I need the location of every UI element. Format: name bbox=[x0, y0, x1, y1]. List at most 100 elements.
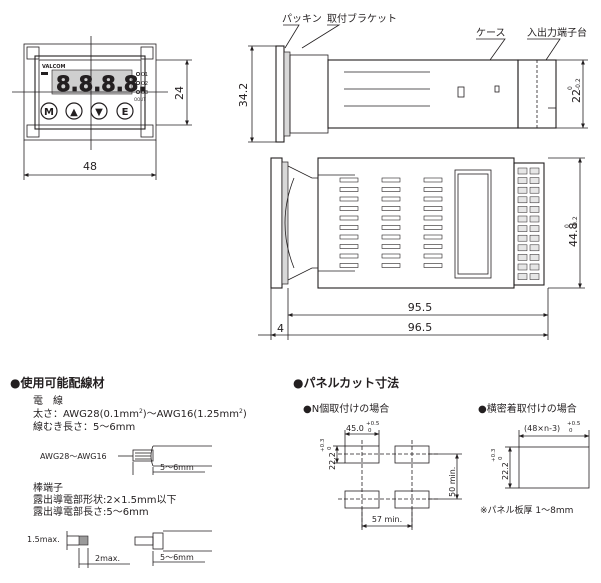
close-cutout bbox=[518, 446, 590, 489]
close-width-tol: +0.5 bbox=[567, 421, 581, 427]
vent-slot bbox=[423, 225, 443, 230]
indicator-o1-label: O1 bbox=[141, 72, 148, 78]
terminal-screw bbox=[529, 273, 540, 280]
brand-label: VALCOM bbox=[42, 64, 66, 70]
terminal-screw bbox=[517, 263, 528, 271]
n-width-tol-lower: 0 bbox=[368, 428, 372, 434]
vent-slot bbox=[423, 263, 443, 268]
side-case bbox=[327, 59, 519, 129]
top-view: 95.5 96.5 4 44.8 0 -0.2 bbox=[258, 157, 585, 340]
terminal-screw bbox=[529, 234, 540, 242]
terminal-screw bbox=[529, 177, 540, 184]
vent-slot bbox=[423, 187, 443, 192]
n-width-tol: +0.5 bbox=[366, 421, 380, 427]
close-height-tol: +0.3 bbox=[491, 448, 497, 462]
vent-slot bbox=[423, 253, 443, 259]
out-label: OOUT bbox=[134, 97, 146, 102]
button-down[interactable]: ▼ bbox=[90, 102, 108, 120]
vent-slot bbox=[339, 234, 359, 240]
terminal-screw bbox=[529, 167, 540, 175]
front-ear-bl bbox=[26, 124, 40, 138]
vent-slot bbox=[339, 244, 359, 249]
vent-slot bbox=[423, 234, 443, 240]
side-view: パッキン 取付ブラケット ケース 入出力端子台 34.2 22 0 bbox=[237, 12, 588, 143]
button-up[interactable]: ▲ bbox=[65, 102, 83, 120]
wire-conductor bbox=[132, 449, 154, 462]
button-m-label: M bbox=[44, 107, 54, 118]
leader-terminal bbox=[527, 38, 561, 61]
n-height-tol-lower: 0 bbox=[327, 446, 333, 450]
side-latch bbox=[457, 86, 465, 98]
side-case-tol-upper: 0 bbox=[567, 86, 574, 90]
top-bracket-curve bbox=[284, 177, 295, 269]
terminal-screw bbox=[529, 186, 540, 194]
wire-insulation bbox=[150, 445, 212, 467]
side-bracket bbox=[289, 54, 329, 134]
ferrule-dim-label: 5～6mm bbox=[160, 553, 194, 562]
close-width-tol-lower: 0 bbox=[569, 428, 573, 434]
wiring-section: ●使用可能配線材 電 線 太さ：AWG28(0.1mm2)～AWG16(1.25… bbox=[10, 375, 247, 568]
terminal-screw bbox=[517, 177, 528, 184]
top-depth-total-label: 96.5 bbox=[408, 321, 433, 334]
ferrule-length: 露出導電部長さ:5～6mm bbox=[33, 505, 149, 518]
n-height: 22.2 bbox=[328, 452, 337, 470]
vent-slot bbox=[423, 215, 443, 221]
vent-slot bbox=[381, 244, 401, 249]
terminal-screw bbox=[529, 215, 540, 223]
close-height-tol-lower: 0 bbox=[498, 456, 504, 460]
top-depth-inner-label: 95.5 bbox=[408, 301, 433, 314]
button-e-label: E bbox=[122, 107, 129, 118]
terminal-screw bbox=[529, 206, 540, 213]
vent-slot bbox=[339, 263, 359, 268]
button-e[interactable]: E bbox=[116, 102, 134, 120]
top-terminal bbox=[513, 162, 545, 286]
terminal-screw bbox=[517, 254, 528, 261]
close-title: ●横密着取付けの場合 bbox=[478, 402, 577, 415]
vent-slot bbox=[381, 263, 401, 268]
front-ear-br bbox=[140, 124, 154, 138]
vent-slot bbox=[381, 206, 401, 211]
terminal-screw bbox=[529, 254, 540, 261]
ferrule-max-a: 1.5max. bbox=[27, 535, 60, 544]
cutout-3 bbox=[344, 490, 380, 509]
top-height-tol-lower: -0.2 bbox=[572, 216, 579, 228]
label-terminal: 入出力端子台 bbox=[527, 26, 587, 39]
cutout-4 bbox=[394, 490, 430, 509]
vent-slot bbox=[423, 196, 443, 202]
vent-slot bbox=[423, 206, 443, 211]
indicator-o2-label: O2 bbox=[141, 81, 148, 87]
top-bezel bbox=[270, 157, 283, 289]
front-bezel bbox=[34, 55, 146, 130]
side-case-label: 22 bbox=[570, 89, 583, 103]
terminal-screw bbox=[529, 196, 540, 204]
ferrule-max-b: 2max. bbox=[95, 554, 120, 563]
vent-slot bbox=[381, 187, 401, 192]
top-window bbox=[454, 169, 492, 279]
indicator-o2 bbox=[135, 81, 140, 86]
button-down-label: ▼ bbox=[95, 107, 103, 118]
vent-slot bbox=[381, 177, 401, 183]
front-view: VALCOM 8.8.8.8. O1 O2 O3 OOUT M ▲ ▼ E bbox=[12, 36, 192, 180]
ferrule-shape: 露出導電部形状:2×1.5mm以下 bbox=[33, 493, 177, 506]
top-window-inner bbox=[457, 173, 489, 275]
terminal-screw bbox=[517, 167, 528, 175]
top-front-label: 4 bbox=[277, 322, 284, 335]
terminal-screw bbox=[517, 244, 528, 252]
terminal-screw bbox=[517, 273, 528, 280]
ferrule-sleeve bbox=[152, 532, 164, 550]
side-height-label: 34.2 bbox=[237, 83, 250, 108]
vent-slot bbox=[339, 215, 359, 221]
wire-heading: 電 線 bbox=[33, 394, 63, 407]
n-title: ●N個取付けの場合 bbox=[303, 402, 389, 415]
button-m[interactable]: M bbox=[40, 102, 58, 120]
label-packing: パッキン bbox=[282, 13, 322, 25]
top-height-tol-upper: 0 bbox=[564, 224, 571, 228]
terminal-screw bbox=[517, 206, 528, 213]
indicator-o3-label: O3 bbox=[141, 90, 148, 96]
label-case: ケース bbox=[476, 27, 506, 39]
vent-slot bbox=[381, 234, 401, 240]
vent-slot bbox=[381, 215, 401, 221]
wire-range-label: AWG28～AWG16 bbox=[40, 452, 107, 461]
terminal-screw bbox=[517, 196, 528, 204]
